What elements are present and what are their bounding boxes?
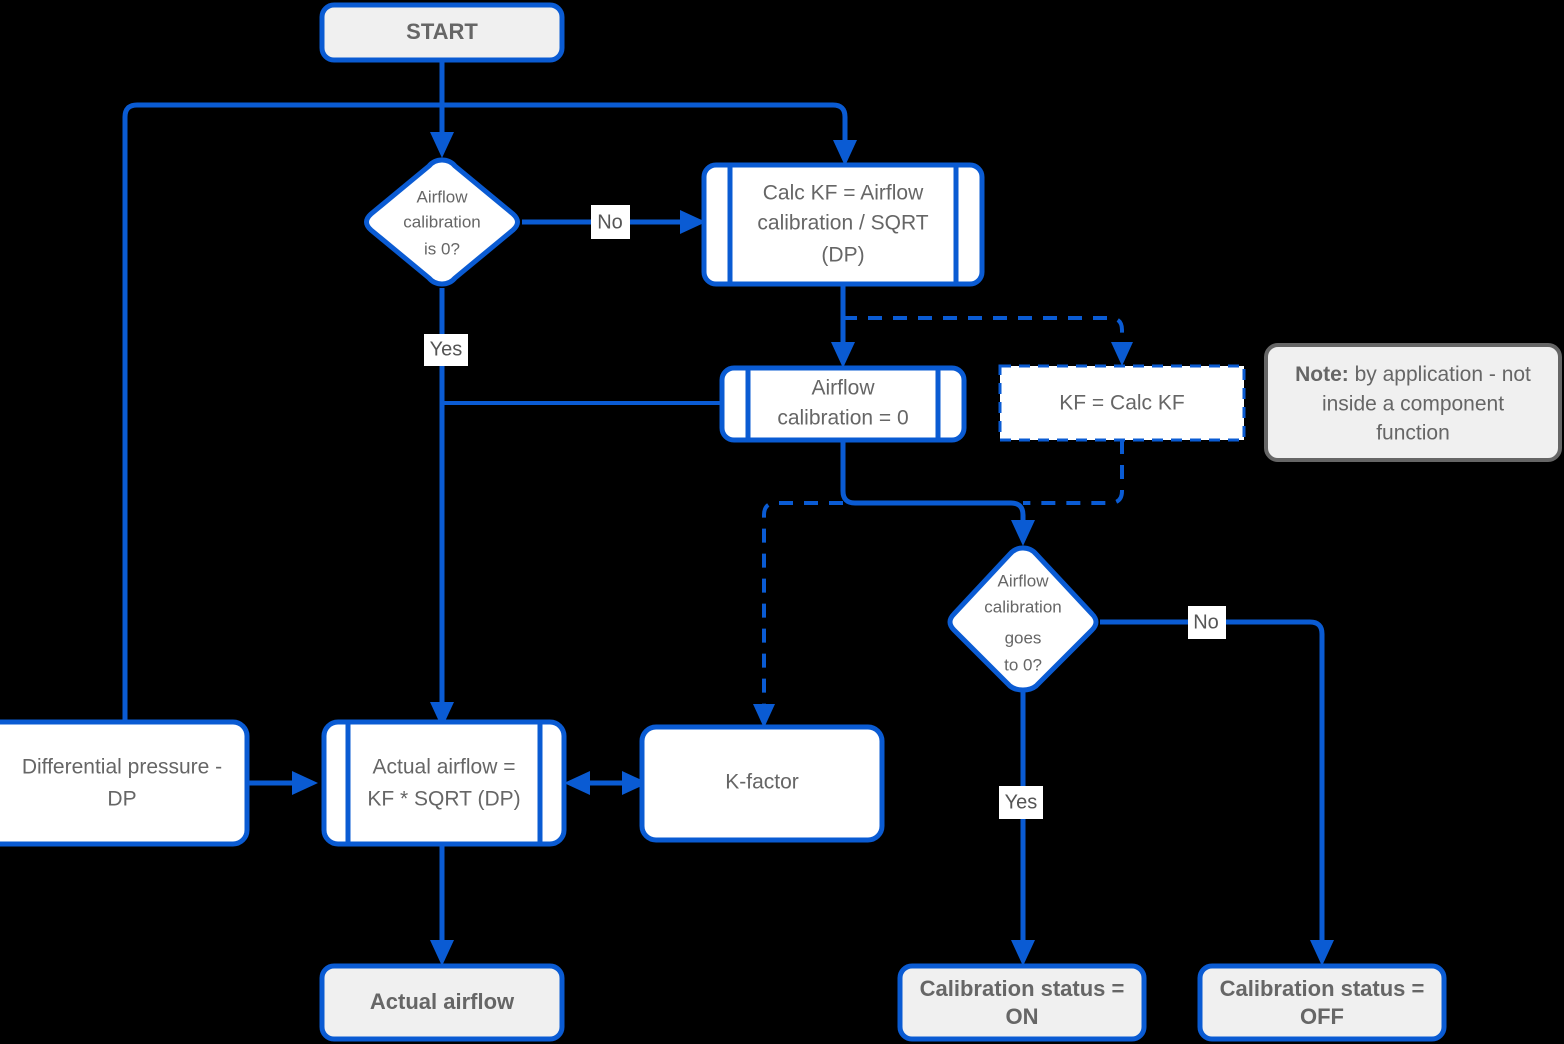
node-airflow-calibration-zero[interactable]: Airflow calibration = 0 — [719, 365, 967, 443]
edge-label-no-top-text: No — [597, 211, 623, 233]
node-differential-pressure[interactable]: Differential pressure - DP — [0, 719, 250, 847]
edge-differential-pressure-to-actual-airflow — [247, 771, 318, 795]
node-actual-airflow-calc[interactable]: Actual airflow = KF * SQRT (DP) — [321, 719, 567, 847]
node-start[interactable]: START — [319, 2, 565, 63]
node-decision-airflow-calibration-goes-to-zero[interactable]: Airflow calibration goes to 0? — [947, 545, 1099, 693]
decision2-line3: goes — [1005, 628, 1042, 647]
node-actual-airflow-output[interactable]: Actual airflow — [319, 963, 565, 1042]
edge-label-no-bottom: No — [1188, 606, 1226, 639]
node-k-factor[interactable]: K-factor — [639, 724, 885, 843]
decision1-line1: Airflow — [416, 187, 468, 206]
note-line3: function — [1376, 422, 1450, 445]
decision1-line3: is 0? — [424, 239, 460, 258]
calibration-status-off-line2: OFF — [1300, 1004, 1344, 1029]
node-calc-kf[interactable]: Calc KF = Airflow calibration / SQRT (DP… — [701, 162, 985, 287]
edge-bus-to-calc-kf — [833, 140, 857, 166]
airflow-cal-zero-line2: calibration = 0 — [777, 407, 908, 430]
edge-kf-assign-to-junction-dashed — [1023, 440, 1124, 505]
edge-actual-airflow-to-output — [430, 840, 454, 966]
edge-bus-horizontal — [122, 102, 848, 140]
note-bold-prefix: Note: — [1295, 363, 1349, 386]
node-calibration-status-off[interactable]: Calibration status = OFF — [1197, 963, 1447, 1042]
airflow-cal-zero-line1: Airflow — [811, 377, 875, 400]
calibration-status-on-line2: ON — [1006, 1004, 1039, 1029]
edge-airflow-cal-zero-to-decision — [840, 440, 1035, 546]
edge-actual-airflow-kfactor-bidirectional — [564, 771, 648, 795]
edge-bus-to-decision-cal-zero — [430, 105, 454, 158]
note-line2: inside a component — [1322, 393, 1504, 416]
note-line1: Note: by application - not — [1295, 363, 1531, 386]
decision2-line1: Airflow — [997, 571, 1049, 590]
edge-label-no-top: No — [591, 205, 630, 239]
edge-bottom-decision-yes — [1011, 690, 1035, 966]
edge-bottom-decision-no — [1100, 619, 1334, 966]
edge-label-no-bottom-text: No — [1193, 611, 1219, 633]
node-start-label: START — [406, 19, 478, 44]
calc-kf-line3: (DP) — [821, 244, 864, 267]
kf-assign-label: KF = Calc KF — [1059, 392, 1184, 415]
edge-label-yes-bottom-text: Yes — [1005, 791, 1038, 813]
edge-calc-kf-to-airflow-cal-zero — [831, 284, 855, 368]
actual-airflow-calc-line1: Actual airflow = — [373, 756, 516, 779]
decision1-line2: calibration — [403, 212, 481, 231]
calibration-status-off-line1: Calibration status = — [1220, 976, 1425, 1001]
calc-kf-line1: Calc KF = Airflow — [763, 182, 924, 205]
k-factor-label: K-factor — [725, 771, 799, 794]
actual-airflow-calc-line2: KF * SQRT (DP) — [367, 788, 520, 811]
decision2-line2: calibration — [984, 597, 1062, 616]
differential-pressure-line2: DP — [107, 788, 136, 811]
node-calibration-status-on[interactable]: Calibration status = ON — [897, 963, 1147, 1042]
node-note: Note: by application - not inside a comp… — [1264, 343, 1562, 462]
note-line1-rest: by application - not — [1349, 363, 1531, 386]
edge-calc-kf-to-kf-assign-dashed — [843, 316, 1133, 366]
calibration-status-on-line1: Calibration status = — [920, 976, 1125, 1001]
differential-pressure-line1: Differential pressure - — [22, 756, 222, 779]
calc-kf-line2: calibration / SQRT — [757, 212, 928, 235]
actual-airflow-output-label: Actual airflow — [370, 989, 515, 1014]
node-decision-airflow-calibration-is-zero[interactable]: Airflow calibration is 0? — [364, 157, 520, 287]
edge-label-yes-top: Yes — [424, 334, 468, 366]
edge-label-yes-top-text: Yes — [430, 338, 463, 360]
node-kf-assign[interactable]: KF = Calc KF — [998, 364, 1246, 442]
decision2-line4: to 0? — [1004, 655, 1042, 674]
edge-label-yes-bottom: Yes — [999, 786, 1043, 819]
edge-junction-to-k-factor-dashed — [753, 501, 843, 728]
